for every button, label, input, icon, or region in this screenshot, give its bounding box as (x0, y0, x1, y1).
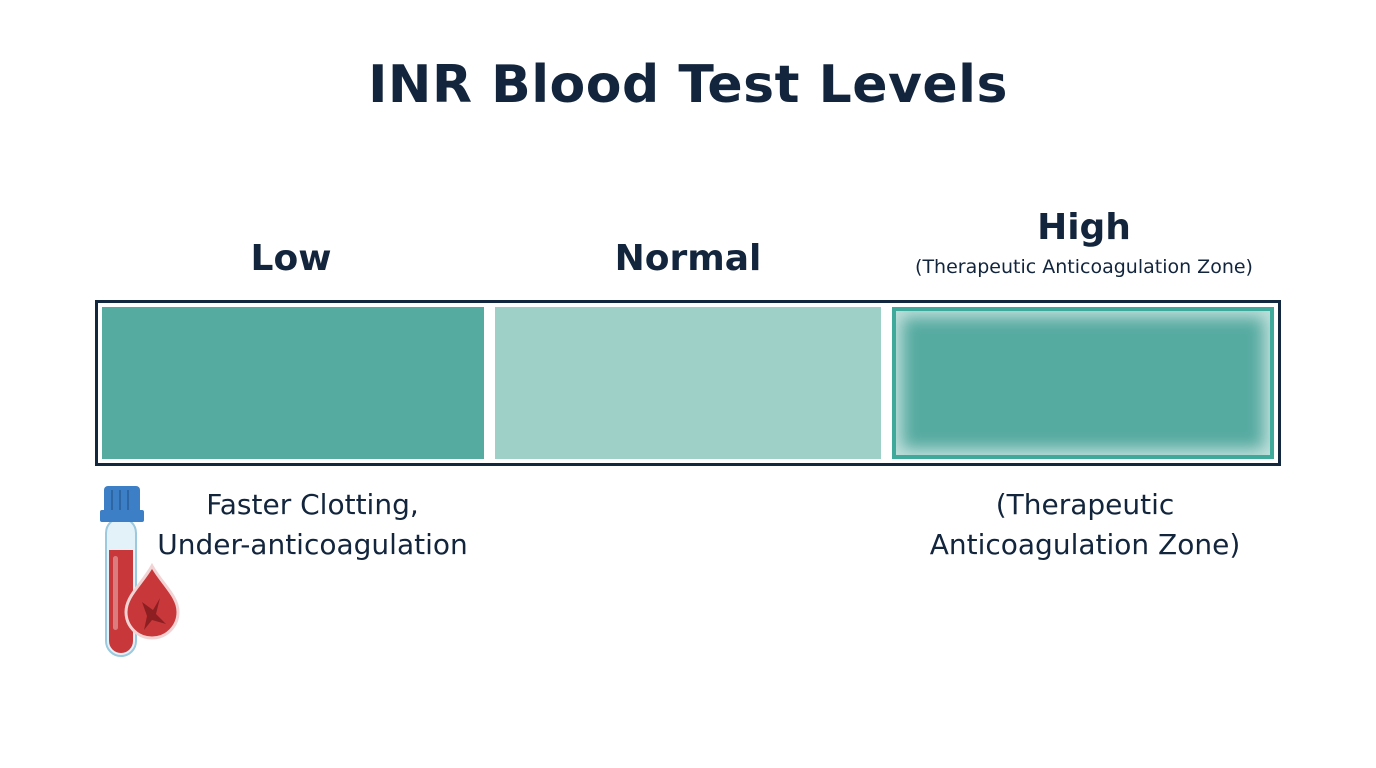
note-high-line-1: (Therapeutic (995, 488, 1175, 521)
zone-segment-low (102, 307, 484, 459)
zone-label-normal: Normal (614, 238, 762, 279)
page-title: INR Blood Test Levels (368, 55, 1008, 115)
note-low-line-2: Under-anticoagulation (157, 528, 468, 561)
inr-range-bar (95, 300, 1281, 466)
blood-test-tube-icon (100, 486, 180, 657)
zone-segment-high (892, 307, 1274, 459)
note-low-line-1: Faster Clotting, (206, 488, 419, 521)
zone-segment-normal (495, 307, 881, 459)
blood-drop-icon (124, 562, 180, 640)
note-high: (Therapeutic Anticoagulation Zone) (900, 485, 1270, 565)
note-high-line-2: Anticoagulation Zone) (929, 528, 1241, 561)
zone-label-low: Low (250, 238, 332, 279)
zone-sublabel-high: (Therapeutic Anticoagulation Zone) (915, 256, 1253, 278)
zone-label-high: High (1037, 207, 1131, 248)
note-low: Faster Clotting, Under-anticoagulation (140, 485, 485, 565)
